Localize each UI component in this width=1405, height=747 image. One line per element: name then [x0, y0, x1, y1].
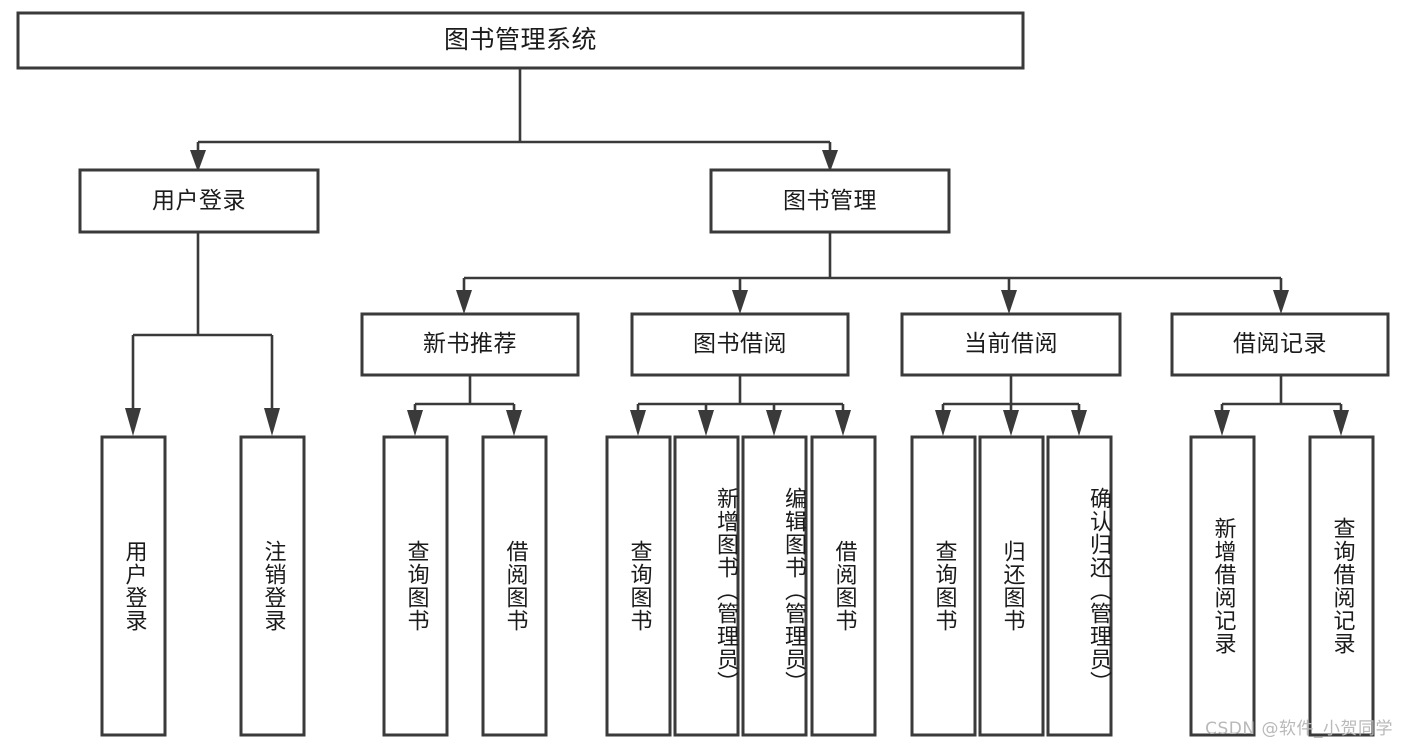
node-box-leaf-borrow-add[interactable]: [673, 435, 740, 737]
arrow-head-leaf-borrow-query: [630, 410, 646, 436]
node-box-leaf-rec-search[interactable]: [1308, 435, 1375, 737]
node-box-leaf-borrow-edit[interactable]: [741, 435, 808, 737]
node-box-book-borrow[interactable]: [630, 312, 850, 377]
connector-group-book-manage: [456, 232, 1289, 314]
connector-group-new-book-rec: [407, 375, 522, 436]
arrow-head-new-book-rec: [456, 290, 472, 314]
node-box-leaf-rec-borrow[interactable]: [481, 435, 548, 737]
arrow-head-leaf-borrow-do: [835, 410, 851, 436]
node-box-leaf-user-logout[interactable]: [239, 435, 306, 737]
arrow-head-leaf-cur-confirm: [1071, 410, 1087, 436]
node-box-leaf-cur-return[interactable]: [978, 435, 1045, 737]
arrow-head-leaf-rec-add: [1214, 410, 1230, 436]
arrow-head-leaf-cur-query: [935, 410, 951, 436]
arrow-head-user-login: [190, 150, 206, 172]
arrow-head-leaf-borrow-edit: [766, 410, 782, 436]
arrow-head-leaf-rec-query: [407, 410, 423, 436]
arrow-head-leaf-rec-borrow: [506, 410, 522, 436]
node-box-user-login[interactable]: [78, 168, 320, 234]
node-box-leaf-borrow-query[interactable]: [605, 435, 672, 737]
connector-group-book-borrow: [630, 375, 851, 436]
node-box-borrow-record[interactable]: [1170, 312, 1390, 377]
node-box-leaf-user-login[interactable]: [100, 435, 167, 737]
connector-group-current-borrow: [935, 375, 1087, 436]
arrow-head-leaf-user-logout: [264, 408, 280, 436]
node-box-leaf-cur-query[interactable]: [910, 435, 977, 737]
node-box-root[interactable]: [16, 11, 1025, 70]
connector-group-user-login: [125, 232, 280, 436]
node-box-leaf-rec-query[interactable]: [382, 435, 449, 737]
arrow-head-current-borrow: [1001, 290, 1017, 314]
arrow-head-leaf-user-login: [125, 408, 141, 436]
node-box-new-book-rec[interactable]: [360, 312, 580, 377]
arrow-head-leaf-rec-search: [1333, 410, 1349, 436]
node-box-current-borrow[interactable]: [900, 312, 1122, 377]
node-box-leaf-borrow-do[interactable]: [810, 435, 877, 737]
node-box-leaf-rec-add[interactable]: [1189, 435, 1256, 737]
node-box-leaf-cur-confirm[interactable]: [1046, 435, 1113, 737]
connector-group-borrow-record: [1214, 375, 1349, 436]
arrow-head-leaf-borrow-add: [698, 410, 714, 436]
arrow-head-book-borrow: [732, 290, 748, 314]
arrow-head-book-manage: [822, 150, 838, 172]
arrow-head-leaf-cur-return: [1003, 410, 1019, 436]
arrow-head-borrow-record: [1273, 290, 1289, 314]
node-box-book-manage[interactable]: [709, 168, 951, 234]
connector-group-root: [190, 68, 838, 172]
